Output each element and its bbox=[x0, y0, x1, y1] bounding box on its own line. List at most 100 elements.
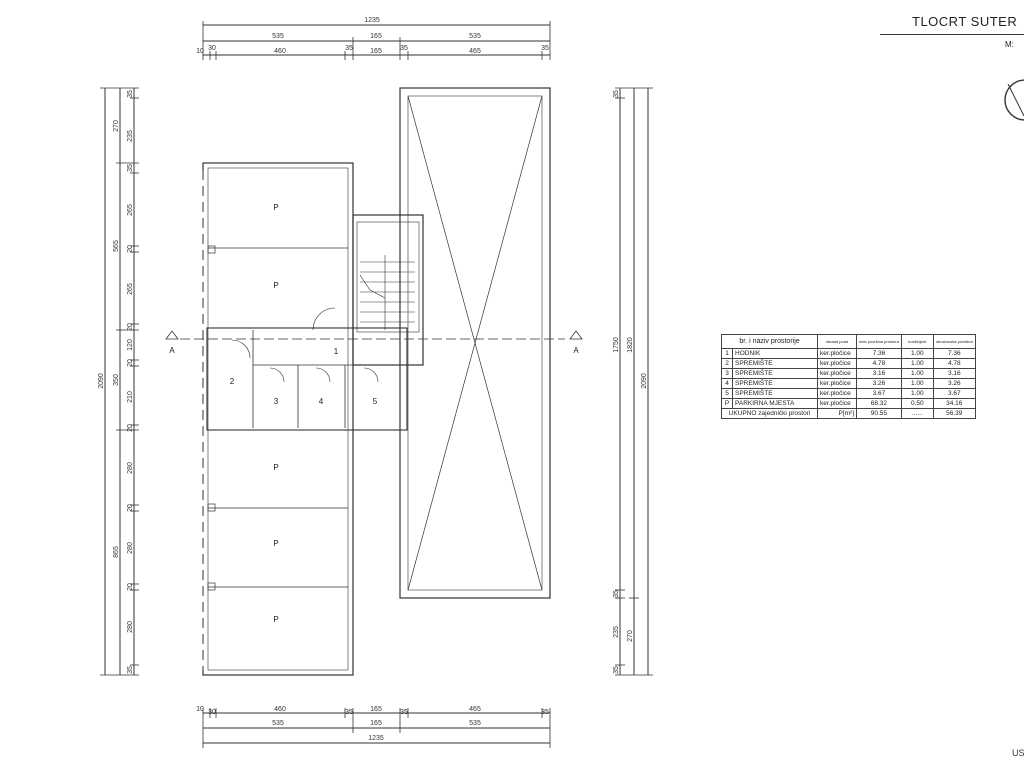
dim-left-mid: 350 bbox=[113, 374, 120, 386]
table-cell: 1 bbox=[721, 348, 733, 359]
dim-right-detail: 35 bbox=[613, 90, 620, 98]
dim-right-detail: 235 bbox=[613, 626, 620, 638]
table-cell: ker.pločice bbox=[817, 398, 857, 409]
table-cell: HODNIK bbox=[732, 348, 818, 359]
table-cell: 1.00 bbox=[900, 358, 934, 369]
table-header-gross: obračunska površina bbox=[932, 334, 976, 349]
title-underline bbox=[880, 34, 1024, 35]
dim-left-mid: 865 bbox=[113, 546, 120, 558]
table-cell: PARKIRNA MJESTA bbox=[732, 398, 818, 409]
table-cell: SPREMIŠTE bbox=[732, 368, 818, 379]
dim-left-detail: 280 bbox=[127, 621, 134, 633]
dim-left-detail: 20 bbox=[127, 245, 134, 253]
table-row: 4 SPREMIŠTE ker.pločice 3.26 1.00 3.26 bbox=[721, 378, 976, 389]
table-row: 5 SPREMIŠTE ker.pločice 3.67 1.00 3.67 bbox=[721, 388, 976, 399]
room-label-hallway: 1 bbox=[334, 347, 339, 356]
table-cell: 7.36 bbox=[932, 348, 976, 359]
table-total-value: 56.39 bbox=[932, 408, 976, 419]
parking-label: P bbox=[273, 539, 278, 548]
section-mark-right: A bbox=[573, 346, 579, 355]
dim-top-detail: 35 bbox=[400, 45, 408, 52]
dim-top-total: 1235 bbox=[364, 17, 380, 24]
dim-left-mid: 270 bbox=[113, 120, 120, 132]
dim-bottom-total: 1235 bbox=[368, 735, 384, 742]
table-total-label: UKUPNO zajednički prostori bbox=[721, 408, 818, 419]
corner-text: US bbox=[1012, 748, 1024, 758]
table-cell: ker.pločice bbox=[817, 388, 857, 399]
dim-bottom-mid: 535 bbox=[469, 720, 481, 727]
dim-left-detail: 210 bbox=[127, 391, 134, 403]
scale-label: M: bbox=[1005, 40, 1014, 49]
dim-top-detail: 460 bbox=[274, 48, 286, 55]
table-cell: 3.26 bbox=[856, 378, 902, 389]
dim-top-detail: 165 bbox=[370, 48, 382, 55]
dim-bottom-detail: 460 bbox=[274, 706, 286, 713]
table-cell: P bbox=[721, 398, 733, 409]
dim-bottom-detail: 30 bbox=[208, 709, 216, 716]
table-cell: 3 bbox=[721, 368, 733, 379]
table-cell: 2 bbox=[721, 358, 733, 369]
table-cell: 3.67 bbox=[856, 388, 902, 399]
table-cell: ker.pločice bbox=[817, 368, 857, 379]
area-table: br. i naziv prostorije obrada poda neto … bbox=[721, 334, 976, 419]
table-row: 2 SPREMIŠTE ker.pločice 4.78 1.00 4.78 bbox=[721, 358, 976, 369]
table-header-net-area: neto površina prostora bbox=[856, 334, 902, 349]
dim-top-mid: 165 bbox=[370, 33, 382, 40]
dim-left-detail: 35 bbox=[127, 164, 134, 172]
table-cell: ker.pločice bbox=[817, 358, 857, 369]
table-cell: SPREMIŠTE bbox=[732, 388, 818, 399]
table-total-coef: ...... bbox=[900, 408, 934, 419]
dim-left-total: 2090 bbox=[98, 373, 105, 389]
dim-bottom-detail: 465 bbox=[469, 706, 481, 713]
dim-right-total: 2090 bbox=[641, 373, 648, 389]
dim-right-mid: 1750 bbox=[613, 337, 620, 353]
table-header-floor: obrada poda bbox=[817, 334, 857, 349]
section-mark-left: A bbox=[169, 346, 175, 355]
table-cell: 3.67 bbox=[932, 388, 976, 399]
dim-top-detail: 35 bbox=[541, 45, 549, 52]
dim-left-detail: 120 bbox=[127, 339, 134, 351]
dim-top-mid: 535 bbox=[272, 33, 284, 40]
dim-left-detail: 20 bbox=[127, 504, 134, 512]
room-label-storage-4: 4 bbox=[319, 397, 324, 406]
table-cell: 7.36 bbox=[856, 348, 902, 359]
dim-left-detail: 280 bbox=[127, 462, 134, 474]
dim-left-detail: 20 bbox=[127, 323, 134, 331]
table-cell: 1.00 bbox=[900, 378, 934, 389]
dim-left-detail: 35 bbox=[127, 90, 134, 98]
parking-label: P bbox=[273, 615, 278, 624]
dim-top-detail: 10 bbox=[196, 48, 204, 55]
dim-left-detail: 20 bbox=[127, 583, 134, 591]
dim-right-detail: 35 bbox=[613, 666, 620, 674]
table-row: 3 SPREMIŠTE ker.pločice 3.16 1.00 3.16 bbox=[721, 368, 976, 379]
room-label-storage-3: 3 bbox=[274, 397, 279, 406]
dim-bottom-detail: 35 bbox=[541, 709, 549, 716]
drawing-title: TLOCRT SUTER bbox=[912, 14, 1018, 29]
table-header-name: br. i naziv prostorije bbox=[721, 334, 818, 349]
table-cell: 5 bbox=[721, 388, 733, 399]
table-cell: 3.16 bbox=[856, 368, 902, 379]
room-label-storage-5: 5 bbox=[373, 397, 378, 406]
dim-left-detail: 265 bbox=[127, 204, 134, 216]
table-cell: 1.00 bbox=[900, 348, 934, 359]
table-cell: 34.16 bbox=[932, 398, 976, 409]
dim-left-detail: 265 bbox=[127, 283, 134, 295]
dim-bottom-mid: 535 bbox=[272, 720, 284, 727]
dim-bottom-mid: 165 bbox=[370, 720, 382, 727]
table-cell: 4 bbox=[721, 378, 733, 389]
table-cell: 4.78 bbox=[856, 358, 902, 369]
table-cell: 3.26 bbox=[932, 378, 976, 389]
dim-left-mid: 565 bbox=[113, 240, 120, 252]
table-cell: ker.pločice bbox=[817, 378, 857, 389]
room-label-storage-2: 2 bbox=[230, 377, 235, 386]
table-cell: ker.pločice bbox=[817, 348, 857, 359]
dim-top-detail: 30 bbox=[208, 45, 216, 52]
parking-label: P bbox=[273, 463, 278, 472]
table-total-unit: P[m²] bbox=[817, 408, 857, 419]
table-cell: 4.78 bbox=[932, 358, 976, 369]
table-cell: SPREMIŠTE bbox=[732, 358, 818, 369]
dim-left-detail: 20 bbox=[127, 424, 134, 432]
table-header-row: br. i naziv prostorije obrada poda neto … bbox=[721, 334, 976, 349]
table-total-row: UKUPNO zajednički prostori P[m²] 90.55 .… bbox=[721, 408, 976, 419]
dim-right-detail: 35 bbox=[613, 590, 620, 598]
